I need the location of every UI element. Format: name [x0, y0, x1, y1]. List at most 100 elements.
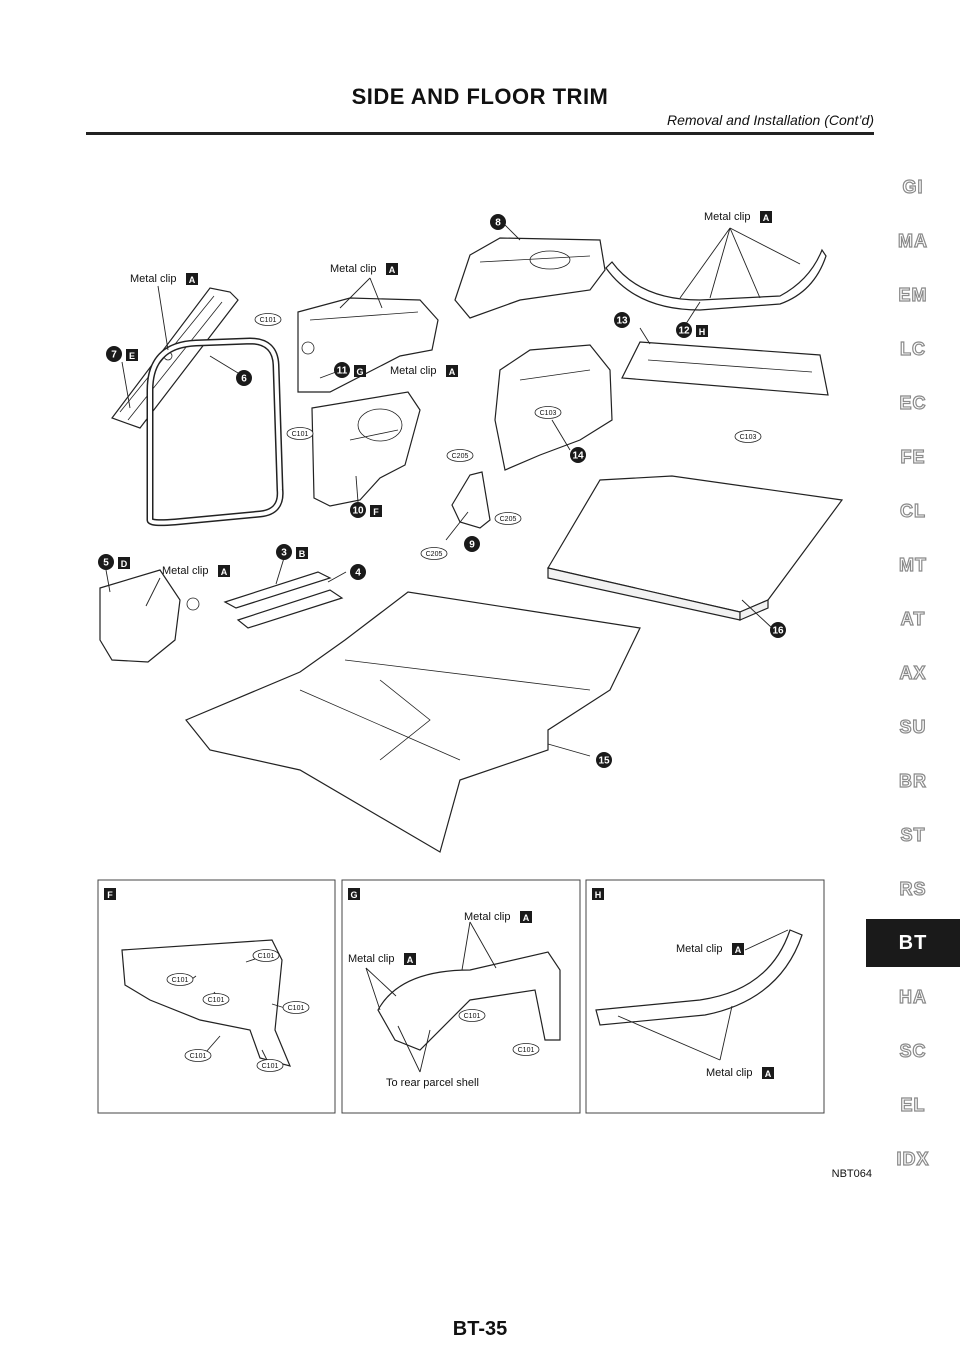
part-number-4: 4 [355, 568, 361, 579]
key-box-a [732, 943, 744, 955]
key-box-g [348, 888, 360, 900]
part-number-15: 15 [598, 756, 610, 767]
metal-clip-label-detail-h-lower: Metal clip [706, 1067, 752, 1079]
part-number-7: 7 [111, 350, 117, 361]
part-number-badge-12 [676, 322, 692, 338]
tab-gi[interactable]: GI [902, 176, 924, 197]
detail-h-drawing [595, 929, 803, 1061]
key-box-a [762, 1067, 774, 1079]
tab-em[interactable]: EM [898, 284, 928, 305]
metal-clip-label-detail-h-upper: Metal clip [676, 943, 722, 955]
key-box-a [404, 953, 416, 965]
connector-code-oval [734, 430, 762, 443]
metal-clip-label-garnish: Metal clip [704, 211, 750, 223]
connector-code-oval [420, 547, 448, 560]
key-box-h [696, 325, 708, 337]
part-10-rear-side-trim [311, 391, 421, 507]
part-number-badge-8 [490, 214, 506, 230]
key-box-a [446, 365, 458, 377]
part-number-12: 12 [678, 326, 690, 337]
connector-code-oval [286, 427, 314, 440]
page-number: BT-35 [452, 1318, 508, 1340]
connector-code-label: C101 [292, 431, 309, 438]
part-6-weatherstrip [146, 337, 284, 527]
part-number-badge-10 [350, 502, 366, 518]
key-box-e [126, 349, 138, 361]
connector-code-label: C101 [288, 1005, 305, 1012]
key-box-h [592, 888, 604, 900]
part-number-badge-5 [98, 554, 114, 570]
detail-g-drawing [365, 921, 561, 1073]
part-number-11: 11 [337, 366, 348, 377]
tab-st[interactable]: ST [900, 824, 926, 845]
connector-code-label: C205 [426, 551, 443, 558]
connector-code-oval [282, 1001, 310, 1014]
key-letter-b: B [299, 549, 306, 559]
tab-cl[interactable]: CL [899, 500, 926, 521]
tab-fe[interactable]: FE [900, 446, 926, 467]
key-letter-a: A [763, 213, 770, 223]
connector-code-oval [202, 993, 230, 1006]
metal-clip-label-side-trim: Metal clip [390, 365, 436, 377]
header-rule [86, 132, 874, 135]
tab-bt[interactable]: BT [866, 919, 960, 967]
tab-ax[interactable]: AX [899, 662, 927, 683]
key-letter-a: A [765, 1069, 772, 1079]
part-16-trunk-board [547, 475, 844, 621]
connector-code-label: C101 [464, 1013, 481, 1020]
part-9-bracket [451, 471, 491, 529]
metal-clip-label-upper-trim: Metal clip [330, 263, 376, 275]
tab-el[interactable]: EL [900, 1094, 926, 1115]
part-8-parcel-side-trim [454, 237, 606, 319]
part-number-badge-6 [236, 370, 252, 386]
connector-code-oval [534, 406, 562, 419]
detail-frame-h [585, 879, 825, 1114]
connector-code-label: C101 [172, 977, 189, 984]
connector-code-oval [494, 512, 522, 525]
connector-code-label: C101 [190, 1053, 207, 1060]
part-number-badge-16 [770, 622, 786, 638]
tab-su[interactable]: SU [899, 716, 927, 737]
connector-code-oval [166, 973, 194, 986]
tab-lc[interactable]: LC [899, 338, 926, 359]
page-title: SIDE AND FLOOR TRIM [351, 84, 609, 109]
part-number-badge-7 [106, 346, 122, 362]
tab-ec[interactable]: EC [899, 392, 927, 413]
part-number-badge-11 [334, 362, 350, 378]
metal-clip-label-detail-g-upper: Metal clip [464, 911, 510, 923]
connector-code-oval [256, 1059, 284, 1072]
tab-ma[interactable]: MA [897, 230, 928, 251]
connector-code-label: C101 [260, 317, 277, 324]
part-number-14: 14 [572, 451, 584, 462]
leader-lines [105, 221, 801, 757]
tab-sc[interactable]: SC [899, 1040, 927, 1061]
key-letter-f: F [373, 507, 379, 517]
key-box-g [354, 365, 366, 377]
connector-code-label: C205 [500, 516, 517, 523]
tab-idx[interactable]: IDX [896, 1148, 930, 1169]
part-13-parcel-shelf [621, 341, 829, 396]
part-12-garnish-strip [605, 248, 827, 311]
tab-at[interactable]: AT [900, 608, 926, 629]
part-11-upper-pillar-trim [297, 297, 439, 393]
key-letter-f: F [107, 890, 113, 900]
tab-ha[interactable]: HA [898, 986, 927, 1007]
key-box-b [296, 547, 308, 559]
connector-code-label: C101 [262, 1063, 279, 1070]
key-letter-h: H [595, 890, 602, 900]
key-box-a [218, 565, 230, 577]
tab-mt[interactable]: MT [898, 554, 927, 575]
part-number-10: 10 [352, 506, 364, 517]
tab-rs[interactable]: RS [899, 878, 927, 899]
part-7-pillar-trim [111, 287, 239, 429]
tab-br[interactable]: BR [898, 770, 927, 791]
connector-code-label: C101 [208, 997, 225, 1004]
part-5-kick-panel [99, 569, 200, 663]
part-number-5: 5 [103, 558, 109, 569]
key-box-a [186, 273, 198, 285]
connector-code-oval [512, 1043, 540, 1056]
connector-code-label: C101 [258, 953, 275, 960]
section-index-tabs: GI MA EM LC EC FE CL MT AT AX SU BR ST RS BT HA SC EL IDX [866, 160, 960, 1186]
key-letter-g: G [350, 890, 357, 900]
